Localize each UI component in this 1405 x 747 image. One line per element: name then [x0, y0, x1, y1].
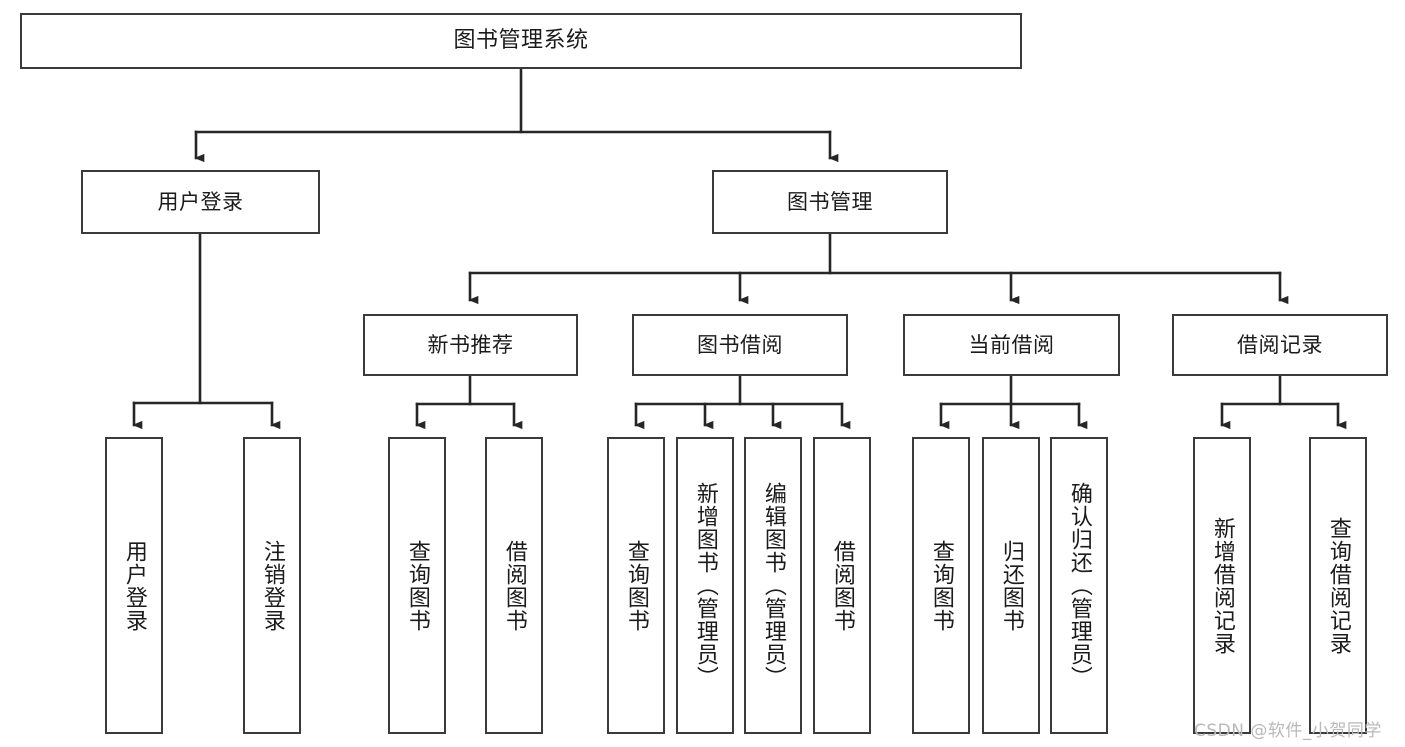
leaf-add-book-admin[interactable]: 新增图书（管理员） [676, 437, 734, 734]
node-label: 用户登录 [121, 539, 147, 632]
node-label: 查询借阅记录 [1325, 516, 1351, 655]
leaf-return-book[interactable]: 归还图书 [982, 437, 1040, 734]
node-label: 新增图书（管理员） [692, 482, 718, 689]
node-label: 新增借阅记录 [1209, 516, 1235, 655]
node-label: 当前借阅 [968, 332, 1055, 357]
leaf-edit-book-admin[interactable]: 编辑图书（管理员） [744, 437, 802, 734]
node-root-system[interactable]: 图书管理系统 [20, 13, 1022, 69]
node-label: 编辑图书（管理员） [760, 482, 786, 689]
leaf-query-book-borrow[interactable]: 查询图书 [607, 437, 665, 734]
node-label: 确认归还（管理员） [1066, 482, 1092, 689]
leaf-borrow-book[interactable]: 借阅图书 [813, 437, 871, 734]
csdn-watermark: CSDN @软件_小贺同学 [1194, 721, 1382, 741]
node-label: 新书推荐 [427, 332, 514, 357]
node-label: 借阅图书 [501, 539, 527, 632]
node-book-management[interactable]: 图书管理 [712, 170, 948, 234]
leaf-logout[interactable]: 注销登录 [243, 437, 301, 734]
node-user-login[interactable]: 用户登录 [81, 170, 320, 234]
node-book-borrow[interactable]: 图书借阅 [632, 314, 848, 376]
leaf-borrow-book-recommend[interactable]: 借阅图书 [485, 437, 543, 734]
leaf-query-book-current[interactable]: 查询图书 [912, 437, 970, 734]
node-label: 查询图书 [404, 539, 430, 632]
node-label: 图书借阅 [697, 332, 783, 357]
node-borrow-records[interactable]: 借阅记录 [1172, 314, 1388, 376]
leaf-add-borrow-record[interactable]: 新增借阅记录 [1193, 437, 1251, 734]
leaf-user-login[interactable]: 用户登录 [105, 437, 163, 734]
node-label: 图书管理 [787, 189, 873, 214]
node-label: 查询图书 [623, 539, 649, 632]
node-label: 借阅图书 [829, 539, 855, 632]
node-new-book-recommend[interactable]: 新书推荐 [363, 314, 578, 376]
leaf-query-book-recommend[interactable]: 查询图书 [388, 437, 446, 734]
node-current-borrow[interactable]: 当前借阅 [903, 314, 1120, 376]
node-label: 查询图书 [928, 539, 954, 632]
node-label: 归还图书 [998, 539, 1024, 632]
node-label: 图书管理系统 [453, 28, 589, 54]
leaf-confirm-return-admin[interactable]: 确认归还（管理员） [1050, 437, 1108, 734]
node-label: 借阅记录 [1237, 332, 1323, 357]
node-label: 用户登录 [157, 189, 244, 214]
node-label: 注销登录 [259, 539, 285, 632]
leaf-query-borrow-record[interactable]: 查询借阅记录 [1309, 437, 1367, 734]
